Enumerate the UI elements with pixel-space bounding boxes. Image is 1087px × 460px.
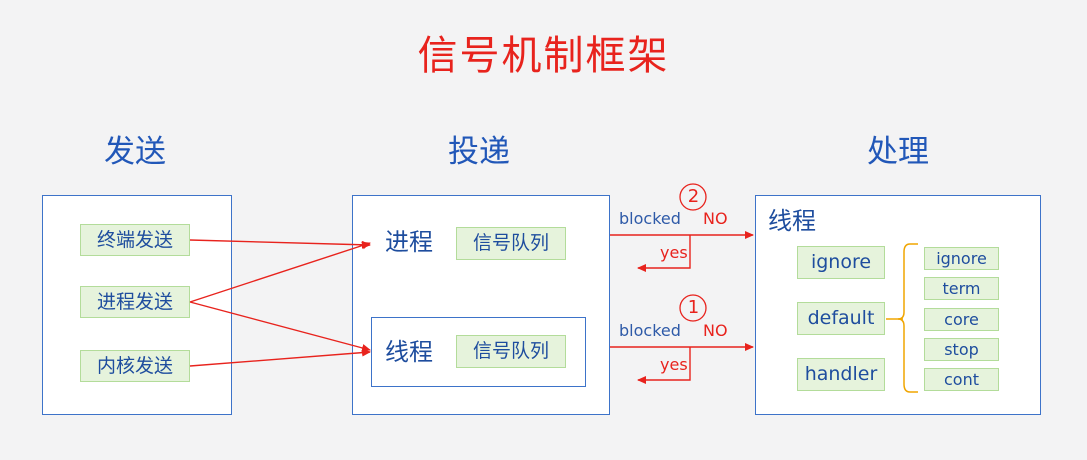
lower-decision-arrows <box>610 294 754 384</box>
send-to-deliver-arrows <box>189 239 371 367</box>
default-actions-brace <box>886 243 918 393</box>
action-default: default <box>797 302 885 335</box>
thread-label: 线程 <box>385 338 433 366</box>
default-action-core: core <box>924 308 999 331</box>
arrow-process-to-process <box>189 241 371 303</box>
step-number-2: 2 <box>687 186 700 207</box>
source-kernel: 内核发送 <box>80 350 190 382</box>
handle-thread-label: 线程 <box>768 207 816 235</box>
arrow-upper-yes <box>637 235 691 272</box>
default-action-ignore: ignore <box>924 247 999 270</box>
yes-label-lower: yes <box>660 355 688 374</box>
step-number-1: 1 <box>687 297 700 318</box>
upper-decision-arrows <box>610 183 754 272</box>
thread-signal-queue: 信号队列 <box>456 335 566 368</box>
source-process: 进程发送 <box>80 286 190 318</box>
no-label-upper: NO <box>703 209 728 228</box>
step-circle-2 <box>679 183 707 211</box>
column-heading-send: 发送 <box>104 134 166 170</box>
no-label-lower: NO <box>703 321 728 340</box>
process-label: 进程 <box>385 228 433 256</box>
action-ignore: ignore <box>797 246 885 279</box>
default-action-stop: stop <box>924 338 999 361</box>
diagram-title: 信号机制框架 <box>417 33 670 79</box>
blocked-label-lower: blocked <box>619 321 681 340</box>
arrow-lower-yes <box>637 347 691 384</box>
blocked-label-upper: blocked <box>619 209 681 228</box>
step-circle-1 <box>679 294 707 322</box>
source-terminal: 终端发送 <box>80 224 190 256</box>
default-action-term: term <box>924 277 999 300</box>
action-handler: handler <box>797 358 885 391</box>
yes-label-upper: yes <box>660 243 688 262</box>
brace-curve <box>897 243 918 393</box>
arrow-terminal-to-process <box>189 239 371 249</box>
process-signal-queue: 信号队列 <box>456 227 566 260</box>
column-heading-deliver: 投递 <box>448 134 510 170</box>
default-action-cont: cont <box>924 368 999 391</box>
arrow-kernel-to-thread <box>189 348 371 367</box>
column-heading-handle: 处理 <box>867 134 929 170</box>
arrow-process-to-thread <box>189 301 371 352</box>
